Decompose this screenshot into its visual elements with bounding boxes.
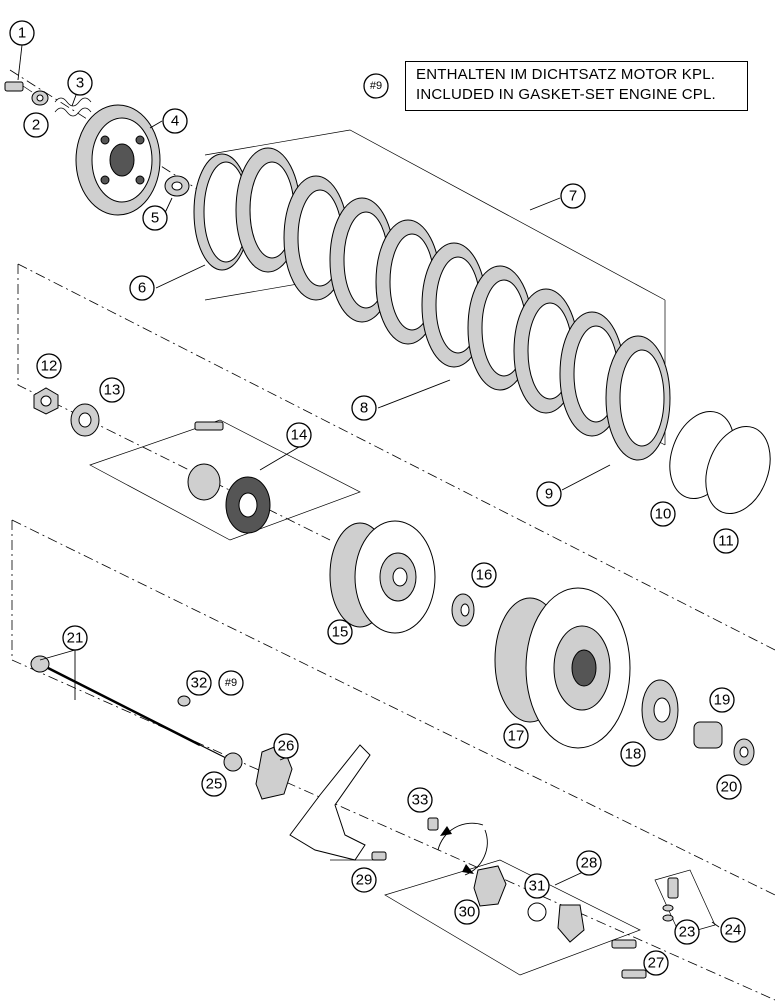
callout-29: 29	[351, 867, 377, 893]
svg-text:7: 7	[569, 188, 577, 205]
svg-text:9: 9	[545, 486, 553, 503]
callout-7: 7	[560, 183, 586, 209]
callout-32-tag: #9	[218, 670, 244, 696]
part-group-24	[654, 869, 716, 936]
svg-text:28: 28	[581, 855, 598, 872]
callout-5: 5	[142, 205, 168, 231]
callout-2: 2	[23, 112, 49, 138]
callout-23: 23	[674, 919, 700, 945]
part-washer	[31, 90, 49, 106]
part-needle-bearing	[693, 721, 723, 749]
callout-26: 26	[273, 733, 299, 759]
rotation-arrow	[437, 822, 488, 876]
callout-1: 1	[9, 20, 35, 46]
part-small-gear	[641, 679, 679, 741]
leader-lines	[17, 44, 720, 928]
svg-text:8: 8	[360, 400, 368, 417]
callout-18: 18	[620, 741, 646, 767]
callout-27: 27	[643, 950, 669, 976]
callout-24: 24	[720, 917, 746, 943]
part-pin	[427, 817, 439, 831]
part-bearing	[164, 175, 190, 197]
callout-8: 8	[351, 395, 377, 421]
callout-10: 10	[650, 501, 676, 527]
svg-text:12: 12	[41, 358, 58, 375]
assembly-axis-lines	[9, 69, 775, 1001]
part-o-ring-small	[177, 695, 191, 707]
legend-box: ENTHALTEN IM DICHTSATZ MOTOR KPL. INCLUD…	[405, 61, 748, 111]
part-spring	[54, 97, 92, 117]
clutch-plate-stack	[193, 147, 671, 461]
callout-16: 16	[471, 562, 497, 588]
svg-text:4: 4	[171, 113, 179, 130]
callout-13: 13	[99, 377, 125, 403]
part-pressure-plate	[75, 104, 161, 216]
part-push-rod	[30, 655, 231, 761]
svg-text:33: 33	[412, 792, 429, 809]
part-push-piece	[223, 752, 243, 772]
callout-6: 6	[129, 275, 155, 301]
svg-text:18: 18	[625, 746, 642, 763]
svg-text:16: 16	[476, 567, 493, 584]
callout-11: 11	[713, 528, 739, 554]
callout-31: 31	[524, 873, 550, 899]
part-group-14	[89, 419, 361, 541]
legend-line-english: INCLUDED IN GASKET-SET ENGINE CPL.	[416, 86, 716, 103]
svg-text:15: 15	[332, 624, 349, 641]
svg-text:6: 6	[138, 280, 146, 297]
callout-15: 15	[327, 619, 353, 645]
part-end-washer	[733, 738, 755, 766]
callout-4: 4	[162, 108, 188, 134]
svg-text:14: 14	[291, 427, 308, 444]
svg-text:23: 23	[679, 924, 696, 941]
legend-tag: #9	[363, 73, 389, 99]
callout-19: 19	[709, 687, 735, 713]
svg-text:26: 26	[278, 738, 295, 755]
part-rings	[669, 410, 771, 515]
callout-21: 21	[62, 625, 88, 651]
callout-25: 25	[201, 771, 227, 797]
callout-3: 3	[67, 70, 93, 96]
callout-20: 20	[716, 774, 742, 800]
svg-text:24: 24	[725, 922, 742, 939]
callout-28: 28	[576, 850, 602, 876]
part-clutch-basket	[494, 587, 631, 749]
svg-text:19: 19	[714, 692, 731, 709]
svg-text:1: 1	[18, 25, 26, 42]
legend-line-german: ENTHALTEN IM DICHTSATZ MOTOR KPL.	[416, 66, 716, 83]
svg-text:30: 30	[459, 904, 476, 921]
callout-33: 33	[407, 787, 433, 813]
callout-12: 12	[36, 353, 62, 379]
part-nut	[33, 387, 59, 415]
part-clutch-lever	[289, 744, 387, 861]
svg-text:13: 13	[104, 382, 121, 399]
part-group-28	[384, 859, 647, 979]
svg-text:11: 11	[718, 533, 734, 550]
svg-text:#9: #9	[370, 80, 382, 92]
svg-text:#9: #9	[225, 677, 237, 689]
part-thrust-washer	[451, 593, 475, 627]
callout-30: 30	[454, 899, 480, 925]
svg-text:32: 32	[191, 675, 208, 692]
callout-32: 32	[186, 670, 212, 696]
svg-text:29: 29	[356, 872, 373, 889]
svg-text:10: 10	[655, 506, 672, 523]
part-lock-washer	[70, 403, 100, 437]
svg-text:2: 2	[32, 117, 40, 134]
svg-text:25: 25	[206, 776, 223, 793]
svg-text:17: 17	[508, 728, 525, 745]
callout-9: 9	[536, 481, 562, 507]
callout-17: 17	[503, 723, 529, 749]
svg-text:20: 20	[721, 779, 738, 796]
svg-text:5: 5	[151, 210, 159, 227]
svg-text:21: 21	[67, 630, 84, 647]
part-primary-gear	[329, 520, 436, 634]
callout-14: 14	[286, 422, 312, 448]
svg-text:31: 31	[529, 878, 546, 895]
svg-text:3: 3	[76, 75, 84, 92]
part-screw	[4, 81, 33, 93]
svg-text:27: 27	[648, 955, 665, 972]
